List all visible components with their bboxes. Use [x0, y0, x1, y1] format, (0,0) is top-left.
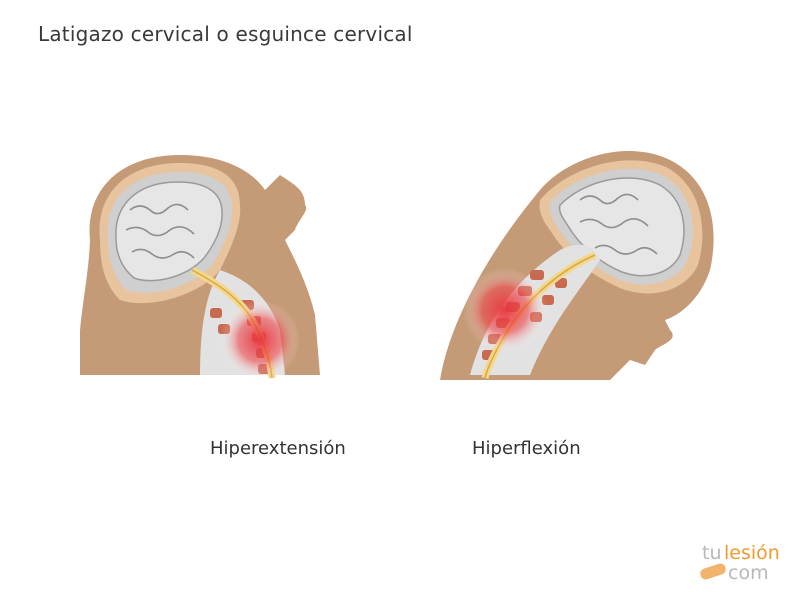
bandage-icon: [698, 562, 728, 581]
brand-logo: tu lesión com: [698, 538, 780, 588]
page-title: Latigazo cervical o esguince cervical: [38, 22, 413, 46]
injury-glow: [220, 300, 300, 380]
caption-hyperextension: Hiperextensión: [210, 438, 346, 459]
hyperextension-diagram: [80, 130, 380, 390]
caption-hyperflexion: Hiperflexión: [472, 438, 581, 459]
injury-glow: [463, 268, 547, 352]
hyperflexion-diagram: [430, 130, 730, 390]
